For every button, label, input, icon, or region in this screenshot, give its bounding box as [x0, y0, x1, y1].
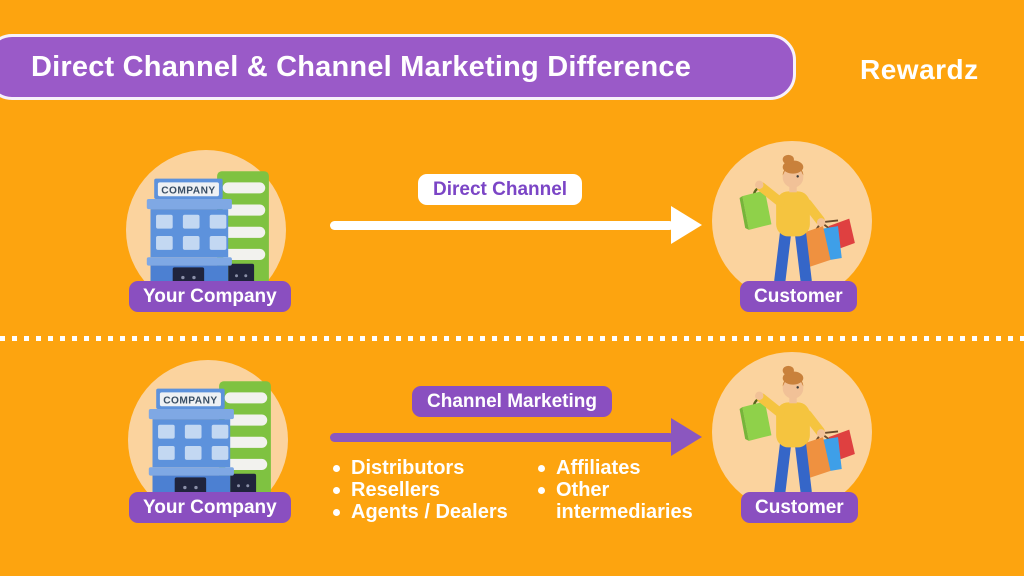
- customer-illustration-circle-2: [712, 352, 872, 512]
- arrow-head-icon: [671, 206, 702, 244]
- dotted-divider: [0, 336, 1024, 341]
- page-title: Direct Channel & Channel Marketing Diffe…: [31, 50, 692, 83]
- channel-marketing-label: Channel Marketing: [412, 386, 612, 417]
- arrow-shaft: [330, 433, 674, 442]
- header-bar: Direct Channel & Channel Marketing Diffe…: [0, 34, 796, 100]
- rewardz-logo-text: Rewardz: [860, 54, 979, 85]
- customer-badge-marketing: Customer: [741, 492, 858, 523]
- company-building-icon: COMPANY: [146, 171, 269, 288]
- channel-marketing-arrow: [330, 418, 702, 456]
- your-company-badge-direct: Your Company: [129, 281, 291, 312]
- customer-shopper-icon: [739, 154, 855, 287]
- customer-shopper-icon: [739, 365, 855, 498]
- arrow-shaft: [330, 221, 674, 230]
- svg-text:COMPANY: COMPANY: [161, 185, 215, 196]
- list-item: Affiliates: [535, 457, 703, 479]
- arrow-head-icon: [671, 418, 702, 456]
- list-item: Resellers: [330, 479, 525, 501]
- customer-illustration-circle-1: [712, 141, 872, 301]
- svg-text:COMPANY: COMPANY: [163, 395, 217, 406]
- rewardz-logo: Rewardz: [860, 50, 1010, 90]
- your-company-badge-marketing: Your Company: [129, 492, 291, 523]
- list-item: Other intermediaries: [535, 479, 703, 523]
- customer-badge-direct: Customer: [740, 281, 857, 312]
- direct-channel-label: Direct Channel: [418, 174, 583, 205]
- direct-channel-arrow: [330, 206, 702, 244]
- list-item: Distributors: [330, 457, 525, 479]
- list-item: Agents / Dealers: [330, 501, 525, 523]
- company-building-icon: COMPANY: [148, 381, 271, 498]
